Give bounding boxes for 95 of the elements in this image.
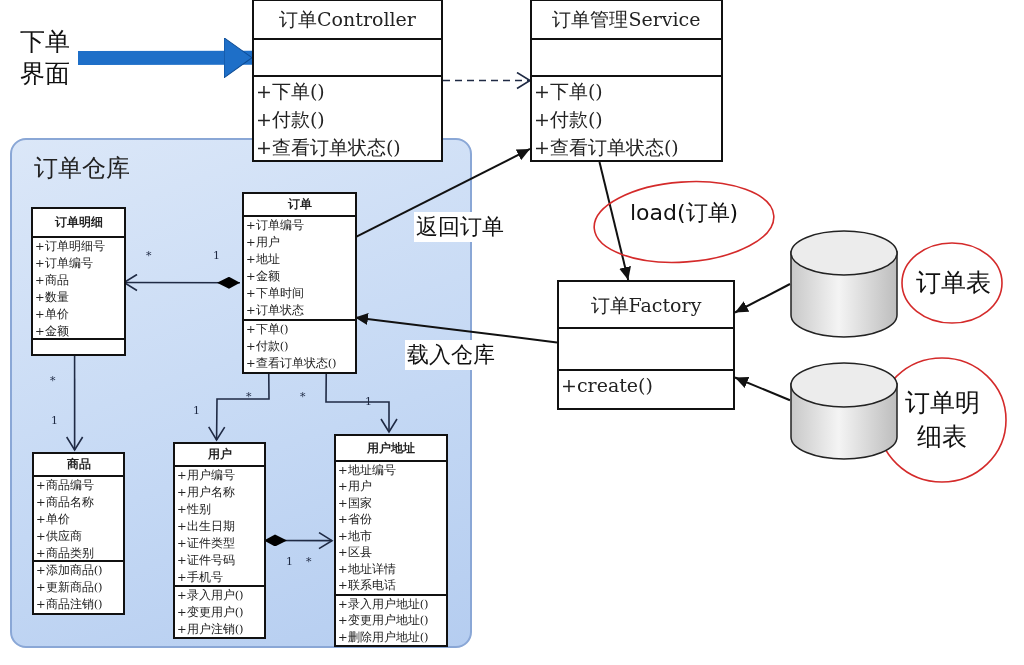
member-text: +录入用户地址() [338, 595, 430, 612]
member-text: +商品 [35, 272, 70, 289]
arrow [598, 161, 631, 281]
dependency-arrow [442, 71, 531, 90]
member-text: +出生日期 [177, 518, 236, 535]
class-box [252, 0, 443, 162]
member-text: +数量 [35, 289, 70, 306]
member-text: +国家 [338, 494, 373, 511]
class-name: 用户地址 [367, 439, 415, 456]
member-text: +查看订单状态() [246, 355, 338, 372]
class-name: 订单管理Service [552, 7, 701, 33]
arrow [354, 313, 558, 344]
member-text: +用户 [338, 478, 373, 495]
class-box [173, 442, 266, 639]
member-text: +证件号码 [177, 552, 236, 569]
member-text: +用户编号 [177, 467, 236, 484]
table-label: 订单表 [914, 267, 992, 299]
member-text: +商品注销() [36, 596, 104, 613]
label-text: 下单界面 [20, 26, 71, 90]
member-text: +手机号 [177, 569, 224, 586]
member-text: +联系电话 [338, 577, 397, 594]
member-text: +地址详情 [338, 560, 397, 577]
member-text: +用户 [246, 234, 281, 251]
table-label: 订单明细表 [903, 387, 981, 453]
member-text: +下单() [246, 321, 290, 338]
member-text: +用户注销() [177, 621, 245, 638]
association-arrow [207, 371, 270, 441]
multiplicity-label: 1 [213, 249, 220, 262]
member-text: +地市 [338, 527, 373, 544]
member-text: +订单状态 [246, 302, 305, 319]
class-box [32, 452, 125, 615]
package-title: 订单仓库 [34, 153, 130, 184]
composition-arrow [263, 531, 333, 550]
edge-label: 载入仓库 [405, 340, 497, 370]
composition-arrow [123, 273, 241, 292]
multiplicity-label: 1 [365, 395, 372, 408]
member-text: +订单编号 [246, 217, 305, 234]
association-arrow [65, 353, 84, 451]
member-text: +区县 [338, 544, 373, 561]
member-text: +金额 [246, 268, 281, 285]
member-text: +订单编号 [35, 255, 94, 272]
class-name: 订单Factory [590, 292, 702, 318]
member-text: +添加商品() [36, 562, 104, 579]
member-text: +单价 [35, 306, 70, 323]
member-text: +商品类别 [36, 545, 95, 562]
arrow [354, 147, 531, 239]
class-box [31, 207, 126, 356]
class-box [242, 192, 357, 374]
member-text: +查看订单状态() [256, 135, 402, 160]
member-text: +供应商 [36, 528, 83, 545]
member-text: +省份 [338, 511, 373, 528]
member-text: +下单时间 [246, 285, 305, 302]
multiplicity-label: * [246, 390, 252, 403]
class-box [530, 0, 723, 162]
edge-label: 返回订单 [414, 212, 506, 242]
multiplicity-label: * [50, 374, 56, 387]
class-name: 订单明细 [54, 214, 103, 231]
class-name: 订单 [287, 196, 312, 213]
class-box [557, 280, 735, 410]
multiplicity-label: 1 [286, 555, 293, 568]
arrow [734, 283, 791, 314]
class-name: 商品 [66, 456, 91, 473]
class-name: 用户 [207, 446, 232, 463]
member-text: +订单明细号 [35, 238, 106, 255]
member-text: +查看订单状态() [534, 135, 680, 160]
arrow [734, 376, 791, 402]
block-arrow [77, 37, 253, 79]
multiplicity-label: * [300, 390, 306, 403]
member-text: +付款() [256, 107, 326, 132]
member-text: +商品名称 [36, 494, 95, 511]
member-text: +更新商品() [36, 579, 104, 596]
member-text: +用户名称 [177, 484, 236, 501]
member-text: +证件类型 [177, 535, 236, 552]
multiplicity-label: 1 [193, 404, 200, 417]
member-text: +商品编号 [36, 477, 95, 494]
class-name: 订单Controller [279, 7, 416, 33]
multiplicity-label: * [306, 555, 312, 568]
member-text: +下单() [534, 79, 604, 104]
member-text: +地址编号 [338, 461, 397, 478]
member-text: +删除用户地址() [338, 628, 430, 645]
multiplicity-label: * [146, 249, 152, 262]
multiplicity-label: 1 [51, 414, 58, 427]
member-text: +变更用户() [177, 604, 245, 621]
member-text: +地址 [246, 251, 281, 268]
member-text: +性别 [177, 501, 212, 518]
member-text: +下单() [256, 79, 326, 104]
member-text: +单价 [36, 511, 71, 528]
member-text: +付款() [534, 107, 604, 132]
member-text: +录入用户() [177, 587, 245, 604]
member-text: +付款() [246, 338, 290, 355]
member-text: +金额 [35, 323, 70, 340]
member-text: +变更用户地址() [338, 612, 430, 629]
class-box [334, 434, 448, 647]
association-arrow [325, 371, 398, 433]
member-text: +create() [561, 373, 654, 398]
